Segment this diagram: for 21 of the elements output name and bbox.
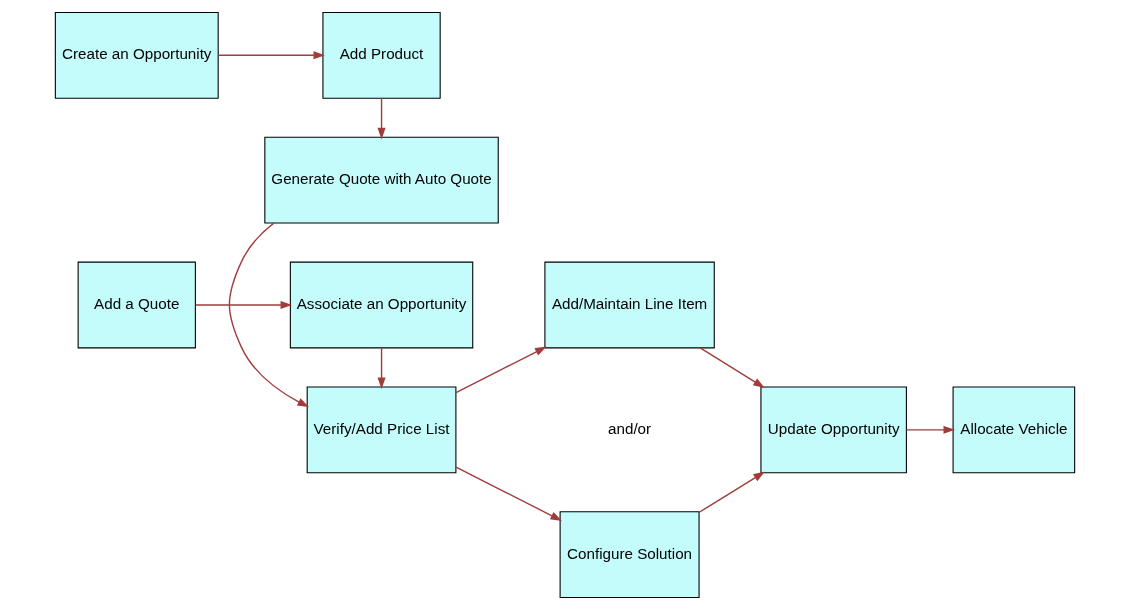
arrow <box>228 222 309 408</box>
node-box: Generate Quote with Auto Quote <box>263 136 499 224</box>
arrow <box>905 425 955 434</box>
arrow <box>454 466 562 521</box>
arrow <box>698 471 765 513</box>
node-box: Update Opportunity <box>759 386 907 474</box>
node-box: Configure Solution <box>559 511 700 599</box>
node-box: Add a Quote <box>77 261 196 349</box>
node-box: Associate an Opportunity <box>289 261 473 349</box>
arrow <box>698 347 765 388</box>
node-box: Add/Maintain Line Item <box>543 261 715 349</box>
label: and/or <box>607 419 651 437</box>
node-box: Add Product <box>321 11 441 99</box>
node-box: Create an Opportunity <box>54 11 219 99</box>
arrow <box>377 347 386 390</box>
arrow <box>217 51 325 60</box>
arrow <box>194 300 292 310</box>
node-box: Verify/Add Price List <box>306 386 456 474</box>
node-box: Allocate Vehicle <box>952 386 1075 474</box>
arrow <box>377 97 386 140</box>
arrow <box>454 346 547 394</box>
